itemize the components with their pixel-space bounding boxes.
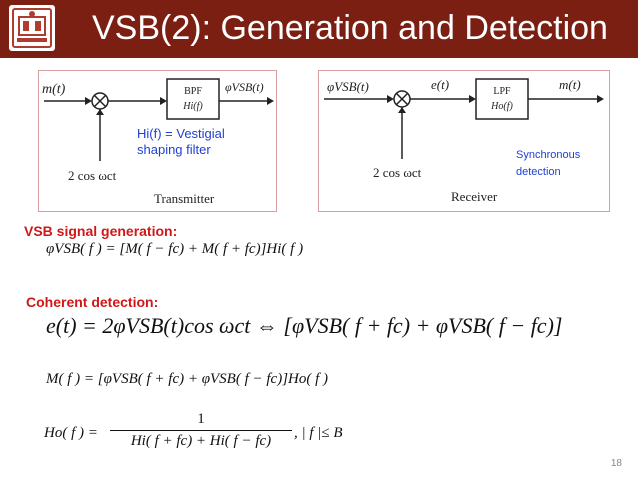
ho-fraction: 1 Hi( f + fc) + Hi( f − fc) [110, 411, 292, 450]
tx-output-label: φVSB(t) [225, 80, 264, 94]
rx-note: Synchronous detection [516, 147, 580, 181]
rx-lpf-label: LPF [493, 86, 511, 97]
rx-lpf-block [475, 78, 529, 120]
ho-numerator: 1 [197, 411, 205, 427]
tx-bpf-label: BPF [184, 86, 202, 97]
tx-note-line2: shaping filter [137, 142, 211, 157]
detection-equation-1: e(t) = 2φVSB(t)cos ωct ⇔ [φVSB( f + fc) … [46, 313, 563, 338]
transmitter-diagram: m(t) BPF Hi(f) φVSB(t) 2 cos ωct Transmi… [38, 70, 277, 212]
rx-note-line2: detection [516, 166, 561, 178]
ho-denominator: Hi( f + fc) + Hi( f − fc) [130, 433, 272, 449]
rx-input-label: φVSB(t) [327, 79, 369, 94]
transmitter-schematic: m(t) BPF Hi(f) φVSB(t) 2 cos ωct Transmi… [42, 78, 274, 206]
page-number: 18 [610, 458, 622, 469]
tx-caption: Transmitter [154, 191, 215, 206]
tx-bpf-block [166, 78, 220, 120]
slide-header: VSB(2): Generation and Detection [0, 0, 638, 58]
rx-output-label: m(t) [559, 77, 581, 92]
generation-equation: φVSB( f ) = [M( f − fc) + M( f + fc)]Hi(… [46, 241, 304, 257]
tx-carrier-label: 2 cos ωct [68, 168, 117, 183]
rx-carrier-label: 2 cos ωct [373, 165, 422, 180]
generation-heading: VSB signal generation: [24, 223, 178, 239]
rx-note-line1: Synchronous [516, 149, 581, 161]
tx-bpf-tf: Hi(f) [182, 101, 203, 112]
slide-title: VSB(2): Generation and Detection [92, 9, 608, 47]
rx-lpf-tf: Ho(f) [490, 101, 513, 112]
tx-arrow [85, 97, 92, 105]
tx-input-label: m(t) [42, 82, 66, 97]
tx-note: Hi(f) = Vestigial shaping filter [137, 126, 225, 158]
fraction-bar [110, 430, 292, 431]
ho-condition: , | f |≤ B [294, 425, 343, 441]
detection-equation-2: M( f ) = [φVSB( f + fc) + φVSB( f − fc)]… [46, 371, 329, 387]
ho-lhs: Ho( f ) = [44, 425, 98, 441]
receiver-schematic: φVSB(t) e(t) LPF Ho(f) m(t) 2 cos ωct Re… [324, 77, 604, 204]
rx-mixer-out-label: e(t) [431, 77, 449, 92]
tx-note-line1: Hi(f) = Vestigial [137, 126, 225, 141]
detection-heading: Coherent detection: [26, 294, 159, 310]
receiver-diagram: φVSB(t) e(t) LPF Ho(f) m(t) 2 cos ωct Re… [318, 70, 610, 212]
rx-caption: Receiver [451, 189, 498, 204]
university-logo [9, 5, 55, 51]
